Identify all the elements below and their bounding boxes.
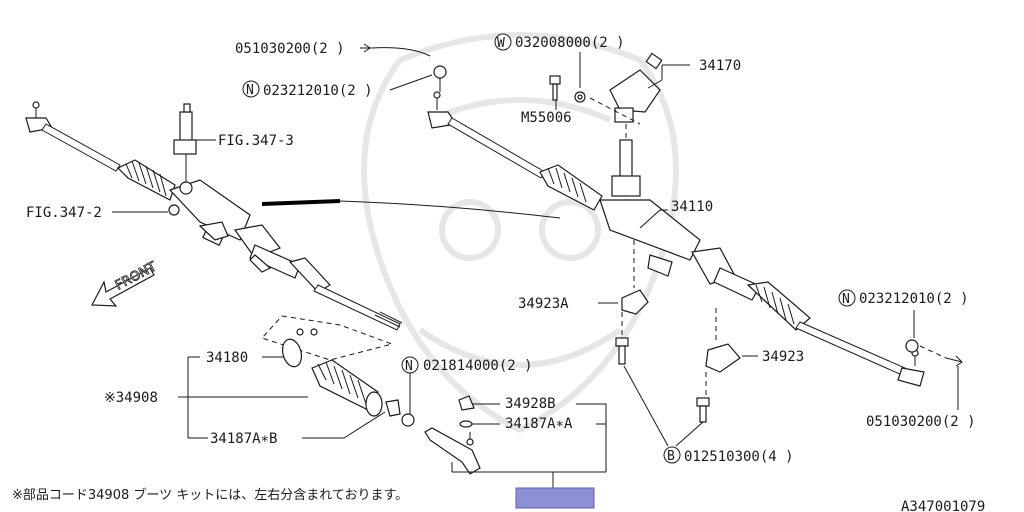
- label-34928b[interactable]: 34928B: [505, 396, 556, 412]
- label-m55006[interactable]: M55006: [521, 110, 572, 126]
- svg-text:W: W: [497, 36, 505, 51]
- oring: [459, 420, 473, 428]
- label-34187aa[interactable]: 34187A∗A: [505, 416, 573, 432]
- connector-bold-line: [261, 199, 341, 206]
- boot: [311, 359, 383, 417]
- bolt-m55006: [549, 75, 561, 101]
- fig-347-2-label[interactable]: FIG.347-2: [26, 205, 102, 221]
- svg-text:N: N: [246, 83, 254, 98]
- svg-text:N: N: [405, 359, 413, 374]
- circle-n-top: [242, 80, 260, 98]
- highlight-box[interactable]: [515, 487, 595, 509]
- clip: [385, 399, 401, 417]
- label-012510300[interactable]: 012510300(4 ): [684, 449, 794, 465]
- left-steering-rack-assembly: [25, 101, 403, 331]
- clamp-34923a: [621, 289, 649, 315]
- label-023212010-right[interactable]: 023212010(2 ): [859, 291, 969, 307]
- label-34923[interactable]: 34923: [762, 349, 804, 365]
- label-023212010-top[interactable]: 023212010(2 ): [263, 83, 373, 99]
- circle-w: [494, 33, 512, 51]
- svg-text:B: B: [667, 449, 675, 464]
- label-34187ab[interactable]: 34187A∗B: [210, 431, 277, 447]
- diagram-code: A347001079: [901, 499, 985, 512]
- label-34923a[interactable]: 34923A: [518, 296, 569, 312]
- label-34180[interactable]: 34180: [206, 350, 248, 366]
- bolt-right: [696, 397, 710, 423]
- circle-n-right: [838, 289, 856, 307]
- fig-347-3-label[interactable]: FIG.347-3: [218, 133, 294, 149]
- label-051030200-right[interactable]: 051030200(2 ): [866, 414, 976, 430]
- band-clamp: [281, 338, 303, 368]
- label-34908[interactable]: ※34908: [104, 390, 158, 406]
- label-021814000[interactable]: 021814000(2 ): [423, 358, 533, 374]
- circle-b: [663, 446, 681, 464]
- tie-rod-end-parts: [424, 395, 481, 475]
- boot-kit-group: [261, 315, 415, 427]
- clamp-34923: [705, 343, 741, 373]
- label-032008000[interactable]: 032008000(2 ): [515, 35, 625, 51]
- castle-nut-right: [905, 339, 919, 353]
- front-direction-arrow: FRONT: [91, 259, 160, 307]
- label-34170[interactable]: 34170: [699, 58, 741, 74]
- svg-text:N: N: [842, 292, 850, 307]
- footnote: ※部品コード34908 ブーツ キットには、左右分含まれております。: [12, 487, 408, 503]
- bolt-left: [615, 337, 629, 365]
- label-34110[interactable]: 34110: [671, 199, 713, 215]
- tie-rod-end: [424, 427, 481, 475]
- watermark-emblem: [361, 32, 679, 434]
- dust-seal: [458, 395, 475, 411]
- castle-nut-top: [433, 65, 447, 79]
- left-boot-left: [116, 159, 176, 201]
- label-051030200-top[interactable]: 051030200(2 ): [235, 41, 345, 57]
- right-steering-rack-assembly: [427, 52, 925, 387]
- nut-021814000: [401, 413, 415, 427]
